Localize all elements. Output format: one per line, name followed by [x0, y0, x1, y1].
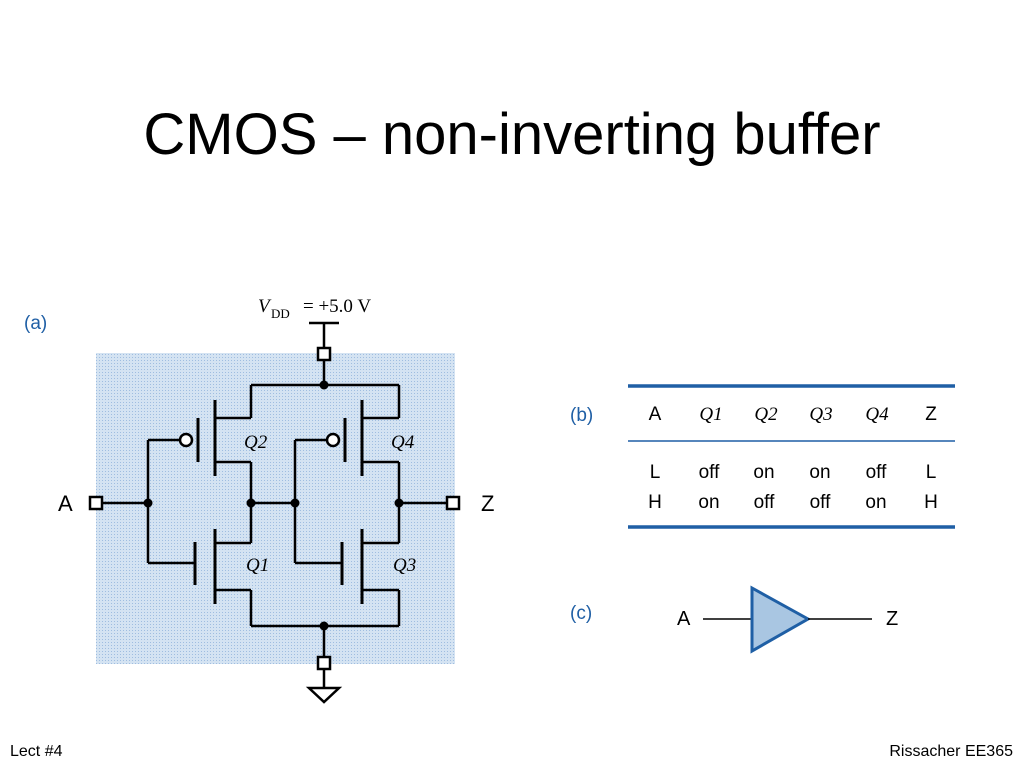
table-cell: L — [650, 462, 661, 483]
panel-c-label: (c) — [570, 603, 593, 624]
gnd-pin — [316, 655, 332, 671]
buffer-triangle-icon — [750, 585, 812, 654]
buffer-output-label: Z — [886, 608, 898, 630]
transistor-label-q4: Q4 — [391, 432, 415, 453]
table-cell: off — [866, 462, 888, 483]
schematic-output-label: Z — [481, 491, 494, 516]
truth-table: A Q1 Q2 Q3 Q4 Z L off on on off L H on o… — [628, 384, 955, 529]
panel-b-label: (b) — [570, 405, 594, 426]
table-cell: off — [754, 492, 776, 513]
vdd-subscript: DD — [271, 306, 290, 321]
q4-gate-bubble — [325, 432, 341, 448]
table-header-q1: Q1 — [699, 404, 722, 425]
output-pin-z — [445, 495, 461, 511]
ground-icon — [305, 686, 343, 704]
table-cell: off — [810, 492, 832, 513]
footer-lecture: Lect #4 — [10, 743, 63, 760]
table-cell: on — [698, 492, 719, 513]
junction-dot — [319, 621, 329, 631]
footer-author: Rissacher EE365 — [889, 743, 1013, 760]
table-header-z: Z — [925, 404, 937, 425]
table-cell: H — [924, 492, 938, 513]
transistor-label-q3: Q3 — [393, 555, 416, 576]
transistor-label-q1: Q1 — [246, 555, 269, 576]
junction-dot — [143, 498, 153, 508]
vdd-pin — [316, 346, 332, 362]
schematic-shading — [96, 353, 455, 664]
transistor-label-q2: Q2 — [244, 432, 268, 453]
junction-dot — [290, 498, 300, 508]
vdd-symbol: V — [258, 296, 272, 317]
table-header-a: A — [649, 404, 662, 425]
table-header-q2: Q2 — [754, 404, 778, 425]
schematic-input-label: A — [58, 491, 73, 516]
junction-dot — [394, 498, 404, 508]
table-header-q3: Q3 — [809, 404, 832, 425]
slide-title: CMOS – non-inverting buffer — [143, 102, 881, 167]
cmos-schematic: V DD = +5.0 V — [58, 296, 494, 704]
table-header-q4: Q4 — [865, 404, 889, 425]
buffer-symbol: A Z — [677, 585, 898, 654]
panel-a-label: (a) — [24, 313, 48, 334]
buffer-input-label: A — [677, 608, 691, 630]
table-cell: H — [648, 492, 662, 513]
vdd-value: = +5.0 V — [303, 296, 371, 317]
table-cell: on — [809, 462, 830, 483]
input-pin-a — [88, 495, 104, 511]
junction-dot — [246, 498, 256, 508]
junction-dot — [319, 380, 329, 390]
q2-gate-bubble — [178, 432, 194, 448]
table-cell: on — [865, 492, 886, 513]
table-cell: on — [753, 462, 774, 483]
table-cell: off — [699, 462, 721, 483]
table-cell: L — [926, 462, 937, 483]
